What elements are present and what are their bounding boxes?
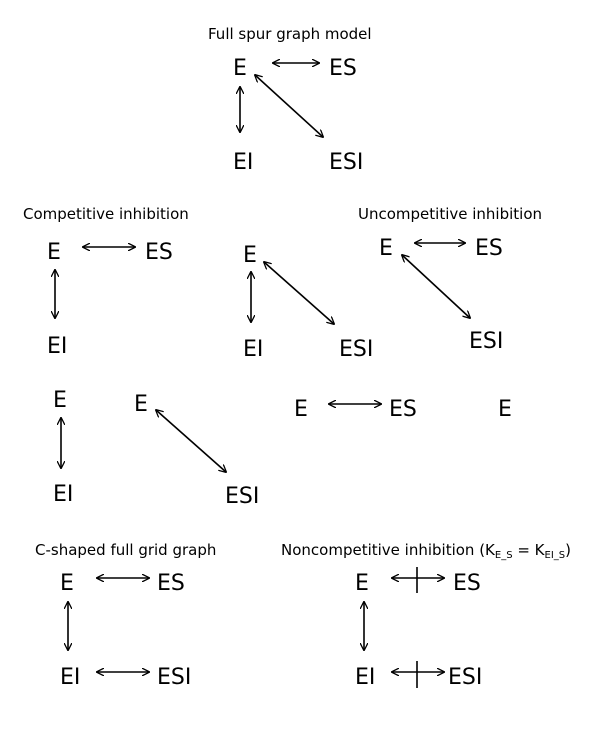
middle-e-esi-arrow	[264, 262, 334, 324]
uncompetitive-title: Uncompetitive inhibition	[358, 205, 543, 223]
row3-node-es: ES	[389, 397, 417, 422]
k-es-subscript: E_S	[494, 550, 513, 561]
noncompetitive-title-eq: = K	[512, 541, 545, 559]
row3-node-e-2: E	[134, 392, 148, 417]
uncompetitive-node-esi: ESI	[469, 329, 504, 354]
full-spur-node-ei: EI	[233, 150, 254, 175]
c-shaped-node-ei: EI	[60, 665, 81, 690]
noncompetitive-node-e: E	[355, 571, 369, 596]
c-shaped-node-esi: ESI	[157, 665, 192, 690]
c-shaped-title: C-shaped full grid graph	[35, 541, 217, 559]
uncompetitive-e-esi-arrow	[402, 255, 470, 318]
noncompetitive-title: Noncompetitive inhibition (KE_S = KEI_S)	[281, 543, 571, 561]
noncompetitive-node-ei: EI	[355, 665, 376, 690]
middle-node-esi: ESI	[339, 337, 374, 362]
noncompetitive-node-es: ES	[453, 571, 481, 596]
row3-node-e-4: E	[498, 397, 512, 422]
competitive-node-e: E	[47, 240, 61, 265]
row3-node-e-3: E	[294, 397, 308, 422]
full-spur-title: Full spur graph model	[208, 25, 372, 43]
row3-node-e-1: E	[53, 388, 67, 413]
full-spur-node-e: E	[233, 56, 247, 81]
noncompetitive-title-suffix: )	[565, 541, 571, 559]
middle-node-e: E	[243, 243, 257, 268]
row3-node-esi: ESI	[225, 484, 260, 509]
uncompetitive-node-e: E	[379, 236, 393, 261]
full-spur-node-esi: ESI	[329, 150, 364, 175]
noncompetitive-title-prefix: Noncompetitive inhibition (K	[281, 541, 495, 559]
competitive-node-ei: EI	[47, 334, 68, 359]
full-spur-e-esi-arrow	[255, 75, 323, 137]
row3-e-esi-arrow	[156, 410, 226, 472]
competitive-title: Competitive inhibition	[23, 205, 189, 223]
competitive-node-es: ES	[145, 240, 173, 265]
c-shaped-node-es: ES	[157, 571, 185, 596]
k-eis-subscript: EI_S	[544, 550, 566, 561]
noncompetitive-node-esi: ESI	[448, 665, 483, 690]
c-shaped-node-e: E	[60, 571, 74, 596]
full-spur-node-es: ES	[329, 56, 357, 81]
row3-node-ei: EI	[53, 482, 74, 507]
middle-node-ei: EI	[243, 337, 264, 362]
uncompetitive-node-es: ES	[475, 236, 503, 261]
